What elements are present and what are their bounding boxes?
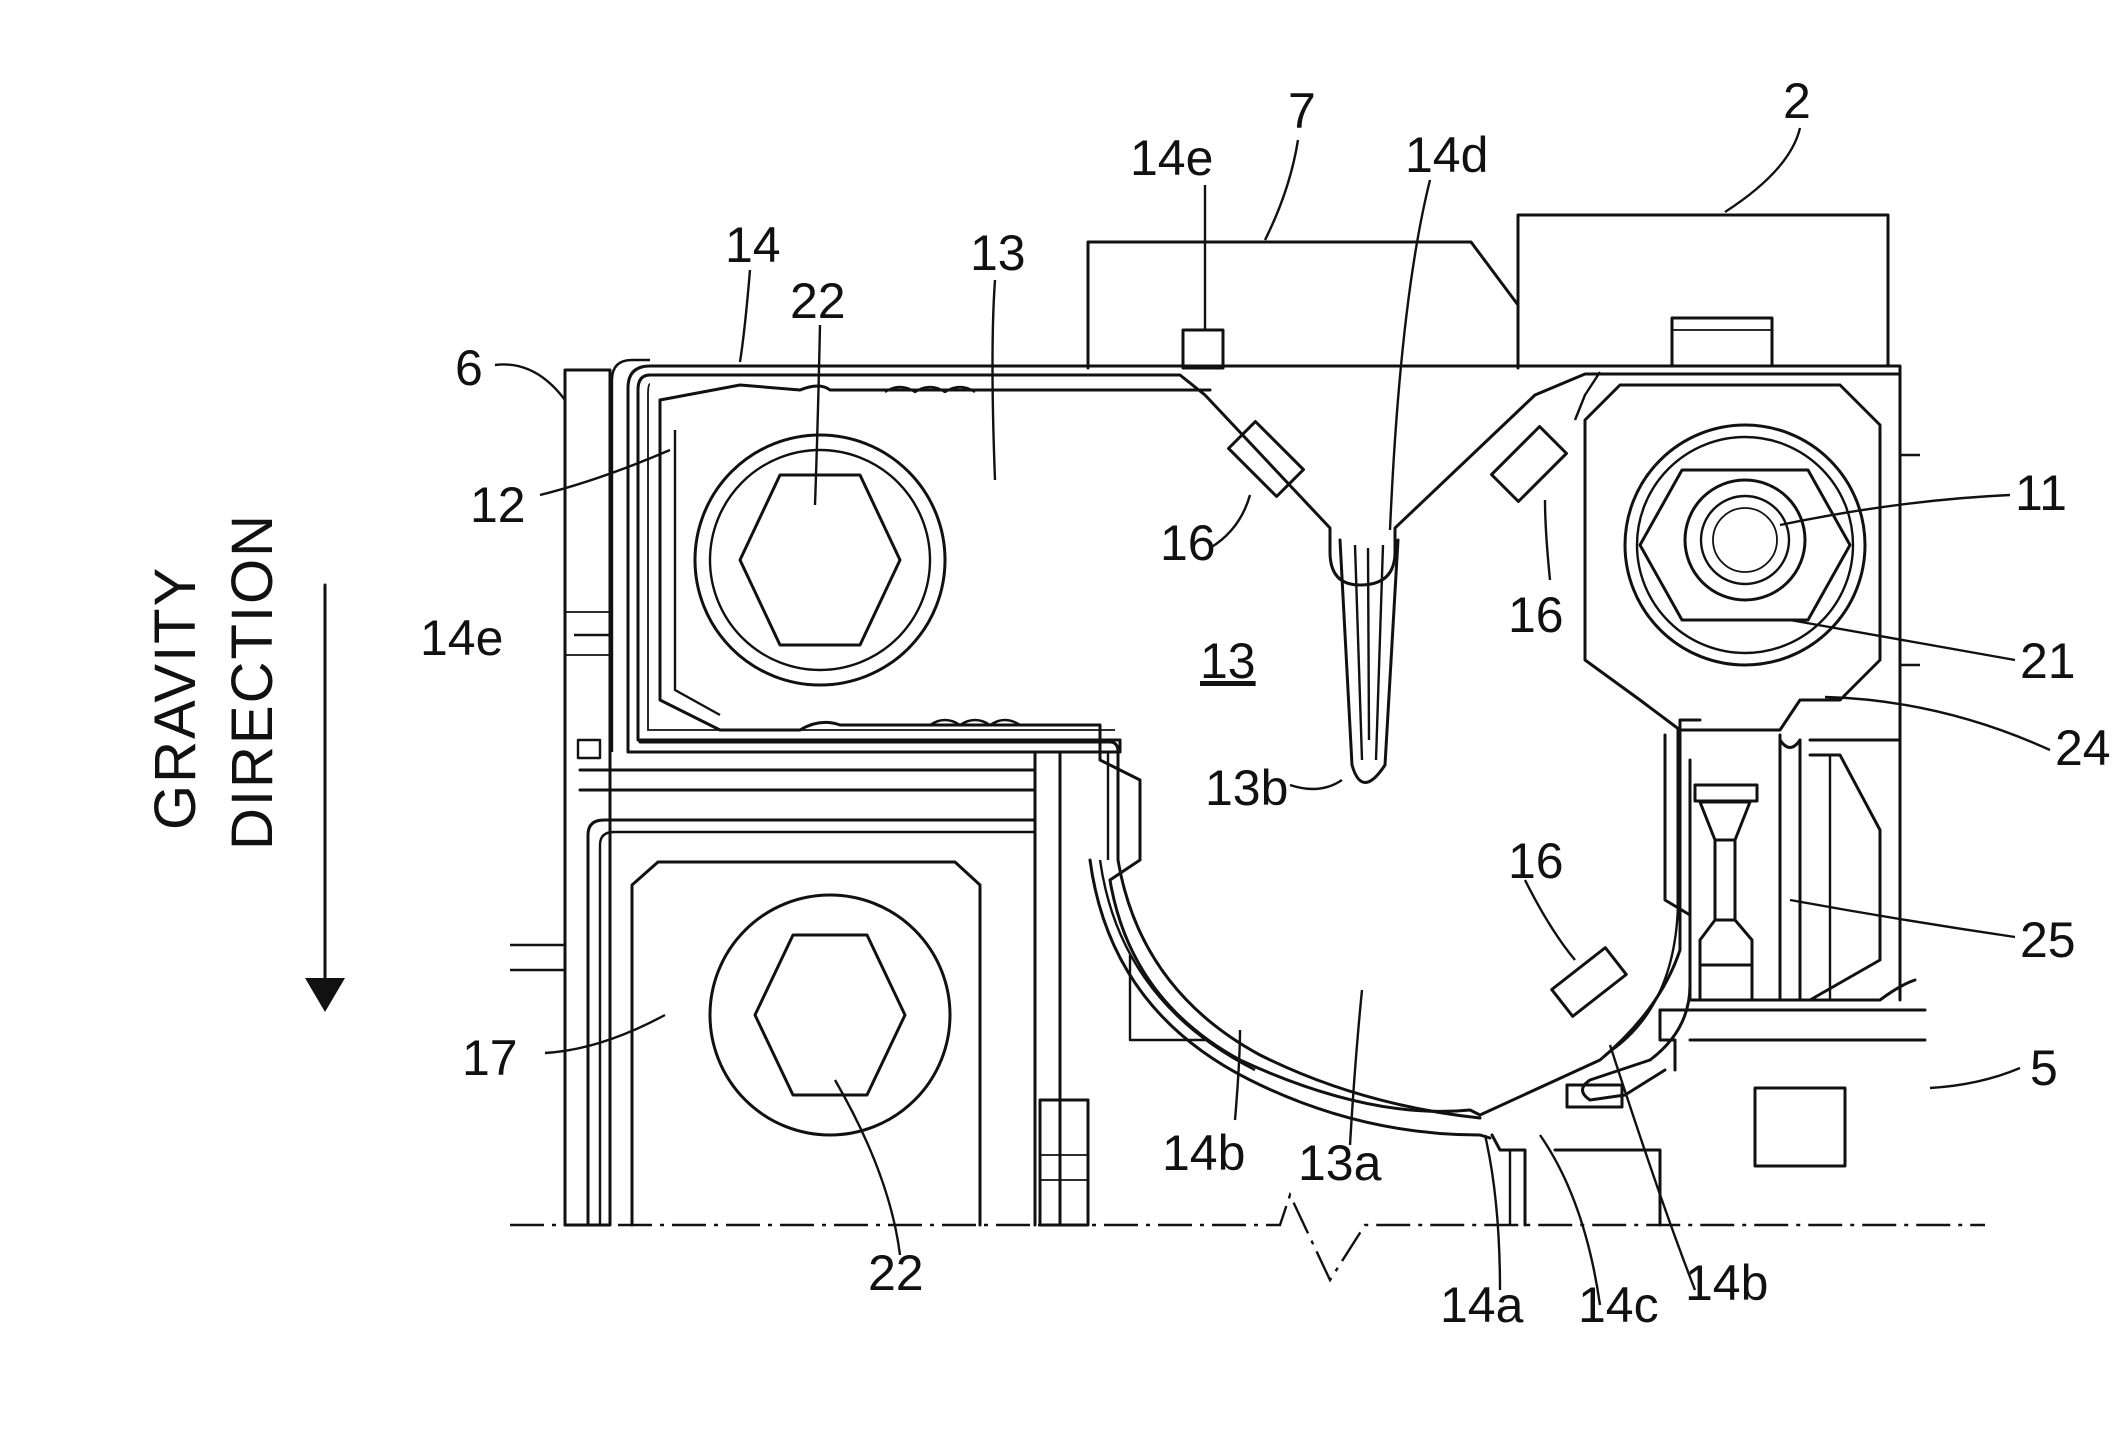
label-13-center: 13 <box>1200 633 1256 689</box>
bolt-22-top <box>695 435 945 685</box>
label-14e-left: 14e <box>420 610 503 666</box>
gravity-arrow-head <box>305 978 345 1012</box>
part-25-connector <box>1690 735 1900 1000</box>
label-7: 7 <box>1288 83 1316 139</box>
trough-14d <box>1340 540 1398 783</box>
gravity-label-line2: DIRECTION <box>220 513 285 850</box>
part-7-block <box>1088 242 1518 368</box>
label-16-left: 16 <box>1160 515 1216 571</box>
leader-lines <box>495 128 2050 1305</box>
bus-bar-24 <box>1575 372 1920 1000</box>
label-13b: 13b <box>1205 760 1288 816</box>
label-5: 5 <box>2030 1040 2058 1096</box>
label-22-top: 22 <box>790 273 846 329</box>
label-13a: 13a <box>1298 1135 1382 1191</box>
middle-frame <box>1130 955 1660 1225</box>
label-14c: 14c <box>1578 1277 1659 1333</box>
label-2: 2 <box>1783 73 1811 129</box>
label-17: 17 <box>462 1030 518 1086</box>
label-24: 24 <box>2055 720 2111 776</box>
label-22-bottom: 22 <box>868 1245 924 1301</box>
label-21: 21 <box>2020 633 2076 689</box>
label-14b-right: 14b <box>1685 1255 1768 1311</box>
cover-right-wall <box>1567 730 1690 1107</box>
part-2-block <box>1518 215 1888 366</box>
label-25: 25 <box>2020 912 2076 968</box>
label-16-lower: 16 <box>1508 833 1564 889</box>
cover-14 <box>612 360 1900 752</box>
gravity-label-line1: GRAVITY <box>143 566 208 830</box>
label-11: 11 <box>2015 465 2067 521</box>
label-14: 14 <box>725 217 781 273</box>
label-16-right: 16 <box>1508 587 1564 643</box>
seals-16 <box>1229 422 1627 1017</box>
label-14a: 14a <box>1440 1277 1524 1333</box>
part-5-block <box>1660 980 1925 1166</box>
label-13-top: 13 <box>970 225 1026 281</box>
label-12: 12 <box>470 477 526 533</box>
label-14e-top: 14e <box>1130 130 1213 186</box>
gravity-indicator: GRAVITY DIRECTION <box>143 513 345 1012</box>
label-6: 6 <box>455 340 483 396</box>
label-14b-left: 14b <box>1162 1125 1245 1181</box>
label-14d: 14d <box>1405 127 1488 183</box>
labels: 7 2 14e 14d 14 13 22 6 12 16 16 11 14e 1… <box>420 73 2111 1333</box>
bus-bar-17 <box>510 820 1088 1225</box>
